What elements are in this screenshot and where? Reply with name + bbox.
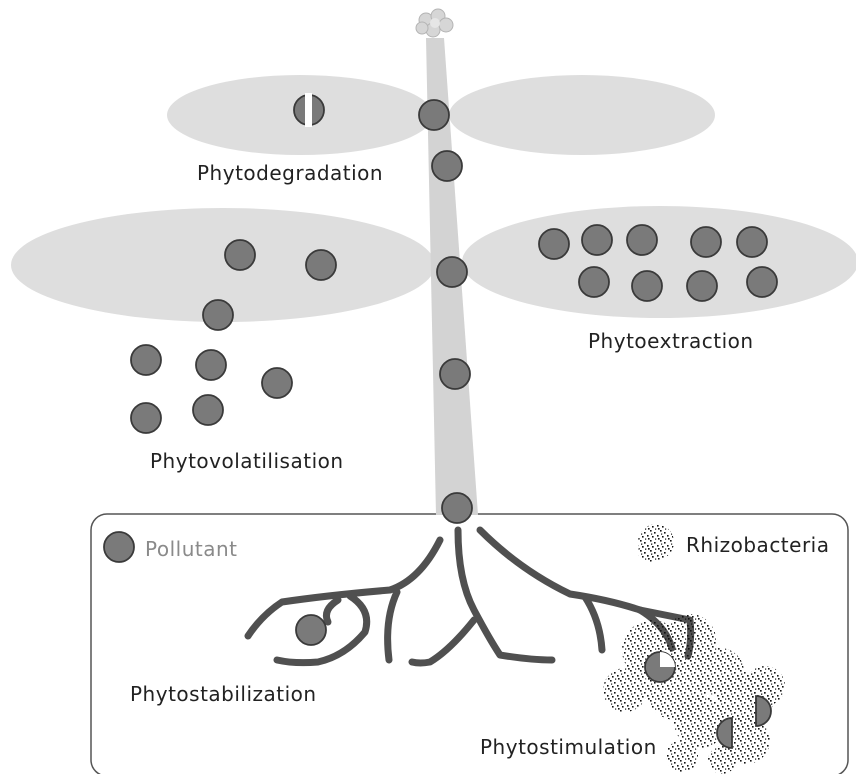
pollutant-dot-icon [196,350,226,380]
pollutant-dot-icon [747,267,777,297]
pollutant-dot-icon [296,615,326,645]
pollutant-dot-icon [632,271,662,301]
pollutant-dot-icon [691,227,721,257]
split-pollutant-icon [294,93,324,127]
pollutant-dot-icon [306,250,336,280]
pollutant-dot-icon [131,403,161,433]
legend-pollutant-icon [104,532,134,562]
pollutant-dot-icon [442,493,472,523]
legend-pollutant-label: Pollutant [145,537,238,561]
phytovolatilisation-label: Phytovolatilisation [150,449,344,473]
phytoextraction-label: Phytoextraction [588,329,754,353]
pollutant-dot-icon [687,271,717,301]
phytostimulation-label: Phytostimulation [480,735,657,759]
phytostabilization-label: Phytostabilization [130,682,317,706]
pollutant-dot-icon [203,300,233,330]
leaf-top-right [449,75,715,155]
pollutant-dot-icon [437,257,467,287]
pollutant-dot-icon [440,359,470,389]
legend-rhizobacteria-label: Rhizobacteria [686,533,830,557]
leaf-mid-right [462,206,856,318]
pollutant-dot-icon [432,151,462,181]
pollutant-dot-icon [579,267,609,297]
pollutant-dot-icon [539,229,569,259]
flower-icon [416,9,453,37]
split-pollutant-icon [645,652,675,682]
pollutant-dot-icon [582,225,612,255]
pollutant-dot-icon [419,100,449,130]
pollutant-dot-icon [737,227,767,257]
phytodegradation-label: Phytodegradation [197,161,383,185]
legend-rhizobacteria-icon [638,524,674,562]
pollutant-dot-icon [262,368,292,398]
pollutant-dot-icon [225,240,255,270]
pollutant-dot-icon [193,395,223,425]
pollutant-dot-icon [131,345,161,375]
pollutant-dot-icon [627,225,657,255]
